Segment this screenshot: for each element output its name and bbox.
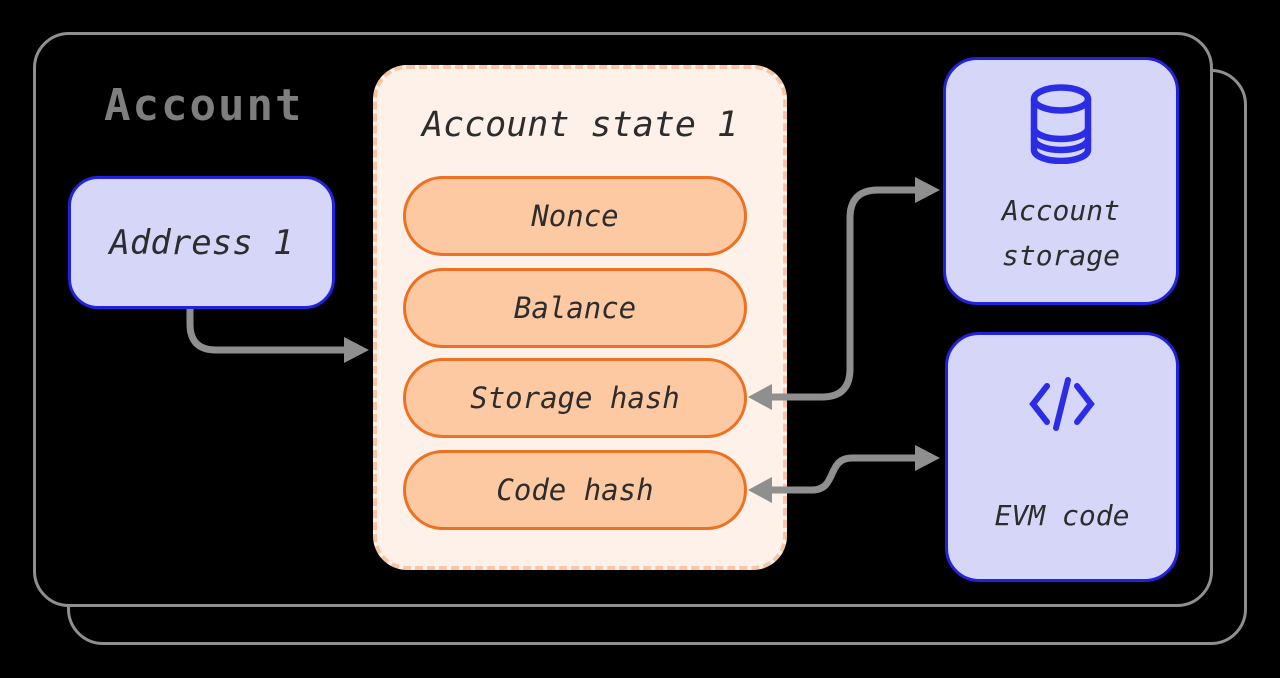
account-frame-title: Account <box>104 80 304 131</box>
state-field-storage-hash: Storage hash <box>403 358 747 438</box>
evm-code-label: EVM code <box>994 498 1130 532</box>
state-field-code-hash: Code hash <box>403 450 747 530</box>
account-storage-label: Account storage <box>1002 188 1120 278</box>
state-field-nonce: Nonce <box>403 176 747 256</box>
database-icon <box>1028 84 1094 164</box>
account-storage-label-line1: Account <box>1001 194 1120 227</box>
account-storage-label-line2: storage <box>1001 239 1120 272</box>
address-label: Address 1 <box>109 222 294 263</box>
account-storage-box: Account storage <box>943 57 1179 305</box>
code-icon <box>1028 376 1096 431</box>
address-box: Address 1 <box>68 176 335 309</box>
evm-code-box: EVM code <box>945 332 1179 582</box>
state-field-balance: Balance <box>403 268 747 348</box>
account-state-title: Account state 1 <box>421 105 739 145</box>
account-state-box: Account state 1 Nonce Balance Storage ha… <box>373 65 787 570</box>
